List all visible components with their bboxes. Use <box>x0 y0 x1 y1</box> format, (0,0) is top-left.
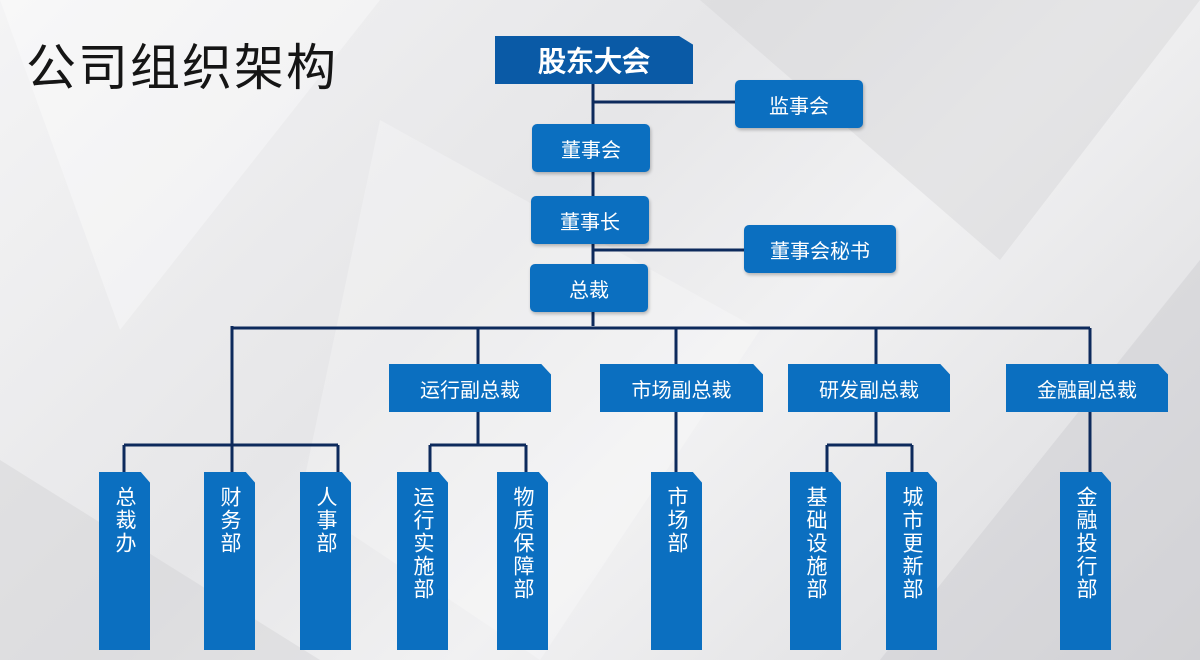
node-vp-rnd: 研发副总裁 <box>788 364 950 412</box>
node-dept-operations: 运行实施部 <box>397 472 448 650</box>
node-vp-operations: 运行副总裁 <box>389 364 551 412</box>
node-shareholders: 股东大会 <box>495 36 693 84</box>
node-dept-market: 市场部 <box>651 472 702 650</box>
page-title: 公司组织架构 <box>26 39 338 97</box>
node-chairman: 董事长 <box>531 196 649 244</box>
node-supervisors: 监事会 <box>735 80 863 128</box>
node-dept-hr: 人事部 <box>300 472 351 650</box>
node-dept-finance: 财务部 <box>204 472 255 650</box>
node-vp-market: 市场副总裁 <box>600 364 763 412</box>
node-board: 董事会 <box>532 124 650 172</box>
node-dept-materials: 物质保障部 <box>497 472 548 650</box>
node-dept-infrastructure: 基础设施部 <box>790 472 841 650</box>
node-dept-urban-renewal: 城市更新部 <box>886 472 937 650</box>
node-president: 总裁 <box>530 264 648 312</box>
node-secretary: 董事会秘书 <box>744 225 896 273</box>
node-dept-investment: 金融投行部 <box>1060 472 1111 650</box>
node-vp-finance: 金融副总裁 <box>1006 364 1168 412</box>
node-dept-president-office: 总裁办 <box>99 472 150 650</box>
